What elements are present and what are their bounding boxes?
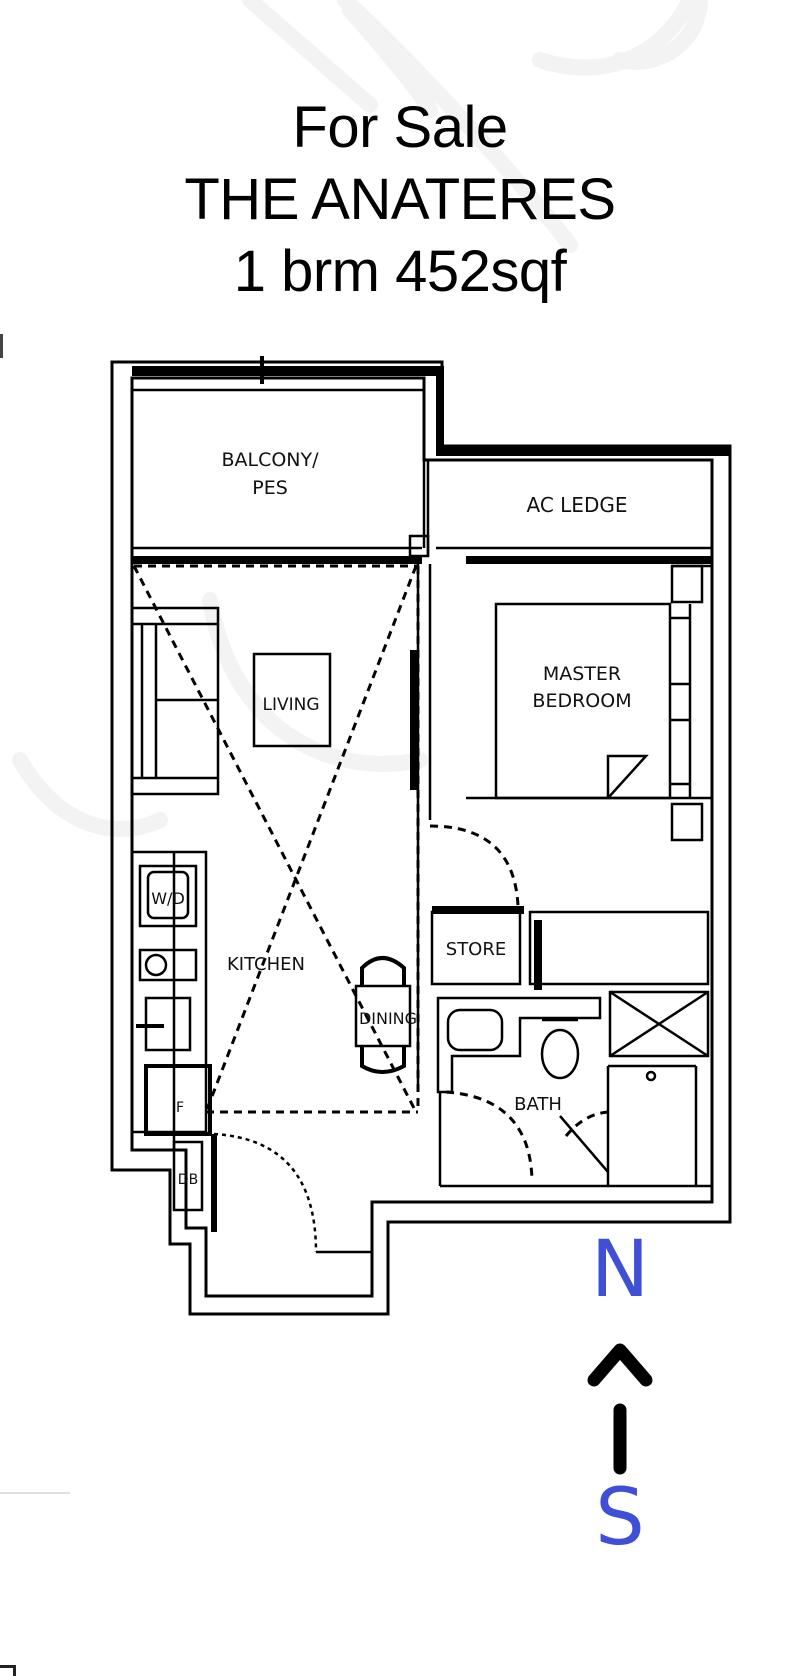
living-partition <box>410 650 418 790</box>
db-label: DB <box>178 1172 198 1188</box>
room-labels: BALCONY/ PES AC LEDGE MASTER BEDROOM LIV… <box>151 449 631 1188</box>
balcony-label-1: BALCONY/ <box>221 449 319 471</box>
bedroom-top-wall <box>466 556 712 564</box>
balcony-right-wall <box>436 366 444 450</box>
store-label: STORE <box>446 939 506 960</box>
edge-line <box>0 1492 70 1494</box>
hob <box>138 948 198 982</box>
toilet <box>540 1028 580 1080</box>
washer-label: W/D <box>151 889 185 908</box>
column <box>408 534 430 558</box>
north-label: N <box>590 1225 650 1315</box>
wardrobe <box>528 910 710 986</box>
balcony-label-2: PES <box>252 477 288 499</box>
south-label: S <box>595 1473 645 1563</box>
kitchen-label: KITCHEN <box>227 954 305 975</box>
wardrobe-side <box>534 920 542 990</box>
listing-header: For Sale THE ANATERES 1 brm 452sqf <box>0 92 800 308</box>
edge-mark <box>0 334 3 358</box>
balcony-top-wall <box>132 366 442 376</box>
coffee-table <box>252 652 332 748</box>
outer-wall <box>110 360 732 1316</box>
store-box <box>430 910 522 986</box>
unit-summary: 1 brm 452sqf <box>233 239 567 304</box>
listing-status: For Sale <box>292 95 508 160</box>
north-arrow-icon <box>587 1343 653 1475</box>
bath-label: BATH <box>514 1094 562 1115</box>
fridge-label: F <box>176 1100 184 1116</box>
washer <box>138 864 198 928</box>
compass: N S <box>560 1225 680 1558</box>
dining-label: DINING <box>359 1009 417 1028</box>
master-bedroom-label-1: MASTER <box>543 663 621 685</box>
master-bedroom-label-2: BEDROOM <box>532 690 631 712</box>
db-box <box>172 1140 204 1212</box>
shower-box <box>608 990 710 1058</box>
corner-mark <box>0 1665 16 1676</box>
bedroom-pillar-top <box>670 564 704 604</box>
dining-table <box>354 984 412 1048</box>
ac-ledge-label: AC LEDGE <box>527 493 628 517</box>
basin <box>446 1008 504 1052</box>
project-name: THE ANATERES <box>184 167 616 232</box>
ac-top-wall <box>436 446 730 456</box>
store-top-wall <box>432 906 524 914</box>
living-label: LIVING <box>262 695 319 715</box>
fridge <box>144 1064 212 1136</box>
bedroom-pillar-bottom <box>670 802 704 842</box>
living-top-wall <box>132 556 422 564</box>
